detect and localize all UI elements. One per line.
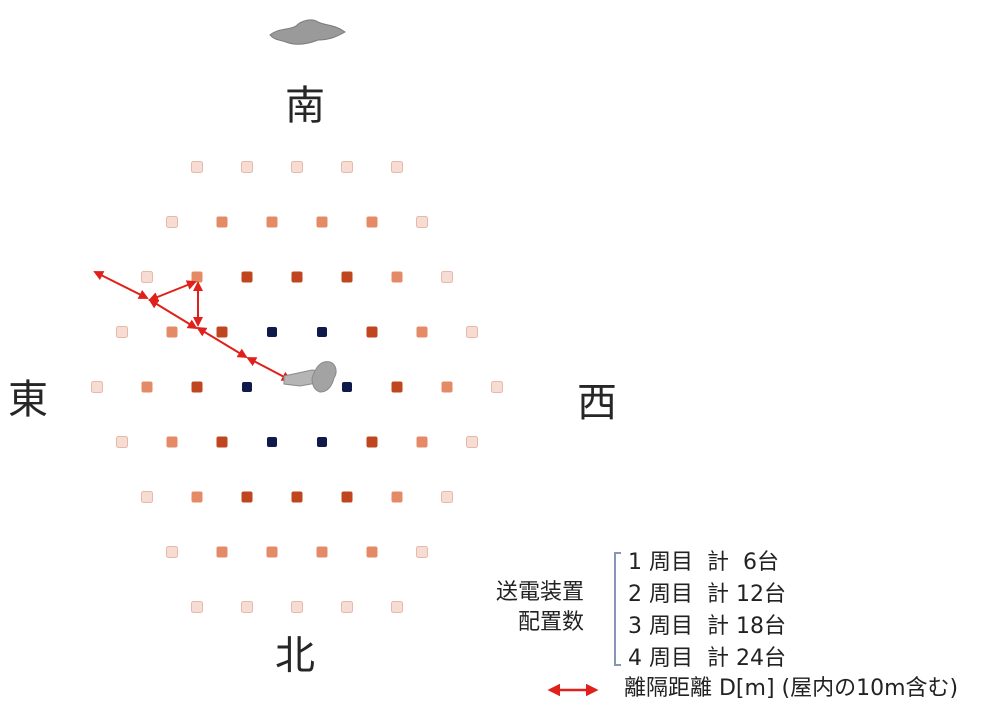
transmitter-ring-3-point	[141, 381, 153, 393]
transmitter-ring-3-point	[266, 546, 278, 558]
transmitter-ring-4-point	[191, 161, 203, 173]
legend-ring-row-1: 1 周目 計 6台	[628, 550, 779, 575]
transmitter-ring-3-point	[391, 491, 403, 503]
transmitter-ring-4-point	[116, 326, 128, 338]
transmitter-ring-4-point	[441, 271, 453, 283]
transmitter-ring-2-point	[291, 271, 303, 283]
transmitter-ring-3-point	[191, 271, 203, 283]
transmitter-ring-4-point	[341, 601, 353, 613]
distance-arrows	[93, 271, 292, 381]
legend-heading-line2: 配置数	[517, 610, 584, 635]
transmitter-ring-2-point	[216, 436, 228, 448]
transmitter-ring-2-point	[391, 381, 403, 393]
transmitter-ring-4-point	[141, 491, 153, 503]
transmitter-ring-3-point	[216, 546, 228, 558]
transmitter-ring-4-point	[91, 381, 103, 393]
transmitter-ring-4-point	[241, 161, 253, 173]
transmitter-ring-1-point	[317, 437, 327, 447]
compass-west-label: 西	[577, 380, 617, 426]
legend-ring-row-3: 3 周目 計 18台	[628, 614, 786, 639]
transmitter-ring-4-point	[341, 161, 353, 173]
compass-south-label: 南	[285, 83, 325, 129]
transmitter-ring-1-point	[317, 327, 327, 337]
receiver-drone-icon	[283, 361, 337, 393]
transmitter-ring-3-point	[316, 216, 328, 228]
transmitter-ring-3-point	[416, 326, 428, 338]
transmitter-ring-4-point	[466, 436, 478, 448]
transmitter-ring-4-point	[141, 271, 153, 283]
transmitter-ring-2-point	[191, 381, 203, 393]
transmitter-points	[91, 161, 503, 613]
compass-east-label: 東	[8, 377, 48, 423]
transmitter-ring-4-point	[166, 546, 178, 558]
transmitter-ring-2-point	[291, 491, 303, 503]
transmitter-ring-3-point	[316, 546, 328, 558]
transmitter-ring-4-point	[191, 601, 203, 613]
distance-arrow	[93, 271, 149, 299]
transmitter-ring-4-point	[441, 491, 453, 503]
transmitter-ring-4-point	[291, 161, 303, 173]
transmitter-ring-2-point	[341, 271, 353, 283]
transmitter-ring-4-point	[416, 216, 428, 228]
distance-arrow	[148, 280, 197, 302]
transmitter-ring-1-point	[342, 382, 352, 392]
transmitter-ring-4-point	[116, 436, 128, 448]
transmitter-ring-3-point	[391, 271, 403, 283]
transmitter-ring-1-point	[242, 382, 252, 392]
transmitter-ring-3-point	[441, 381, 453, 393]
legend-ring-row-4: 4 周目 計 24台	[628, 646, 786, 671]
transmitter-ring-3-point	[366, 546, 378, 558]
transmitter-ring-3-point	[266, 216, 278, 228]
transmitter-ring-3-point	[166, 436, 178, 448]
transmitter-ring-2-point	[366, 436, 378, 448]
distance-arrow	[148, 298, 198, 330]
transmitter-ring-3-point	[366, 216, 378, 228]
transmitter-ring-2-point	[366, 326, 378, 338]
transmitter-ring-4-point	[291, 601, 303, 613]
transmitter-ring-3-point	[191, 491, 203, 503]
legend-bracket	[614, 552, 621, 666]
transmitter-ring-4-point	[391, 601, 403, 613]
transmitter-ring-2-point	[241, 271, 253, 283]
legend-heading-line1: 送電装置	[495, 580, 584, 605]
distance-legend-label: 離隔距離 D[m] (屋内の10m含む)	[624, 676, 959, 701]
transmitter-ring-4-point	[466, 326, 478, 338]
legend-ring-row-2: 2 周目 計 12台	[628, 582, 786, 607]
cloud-drone-icon	[269, 19, 346, 45]
transmitter-ring-4-point	[391, 161, 403, 173]
transmitter-ring-2-point	[216, 326, 228, 338]
transmitter-ring-4-point	[416, 546, 428, 558]
transmitter-ring-4-point	[241, 601, 253, 613]
transmitter-ring-4-point	[491, 381, 503, 393]
transmitter-ring-2-point	[241, 491, 253, 503]
compass-north-label: 北	[275, 633, 315, 679]
transmitter-ring-3-point	[166, 326, 178, 338]
distance-arrow	[196, 326, 248, 359]
transmitter-ring-1-point	[267, 327, 277, 337]
transmitter-ring-3-point	[416, 436, 428, 448]
transmitter-ring-3-point	[216, 216, 228, 228]
transmitter-ring-2-point	[341, 491, 353, 503]
distance-arrow	[246, 357, 292, 381]
transmitter-ring-1-point	[267, 437, 277, 447]
transmitter-ring-4-point	[166, 216, 178, 228]
